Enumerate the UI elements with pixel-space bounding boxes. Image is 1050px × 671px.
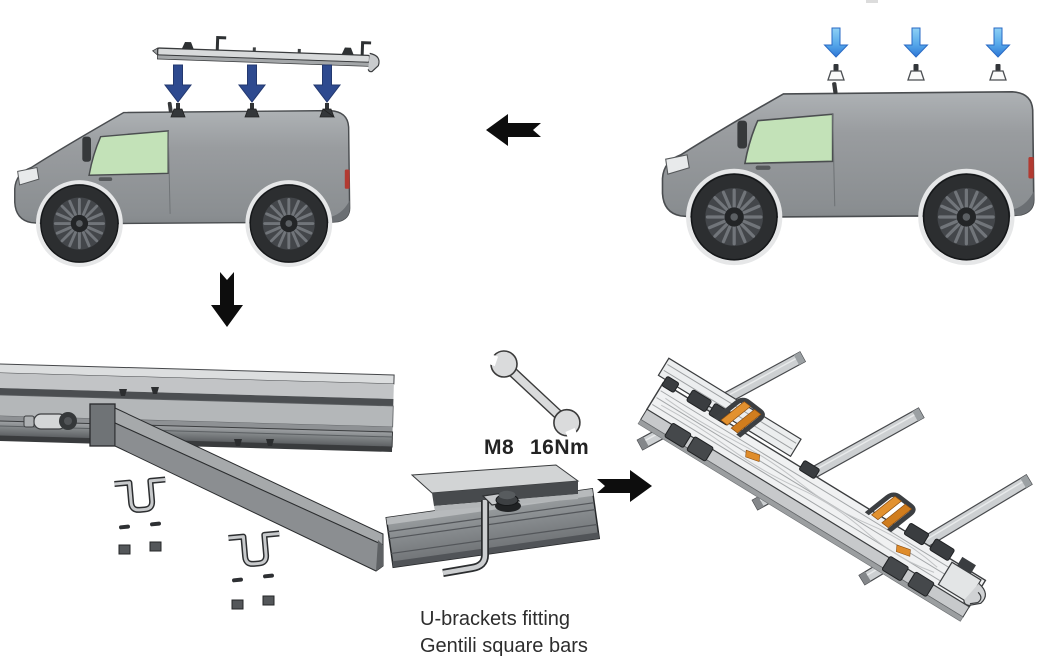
torque-value-label: 16Nm (530, 436, 590, 459)
tube-clamps (661, 376, 955, 597)
bar-bracket (215, 36, 227, 51)
torque-bolt-size-label: M8 (484, 436, 515, 459)
step-van-with-rack-bar (15, 36, 380, 265)
navy-drop-arrow-icon (238, 64, 266, 103)
cropped-page-artifact (866, 0, 878, 3)
open-end-wrench-icon (478, 350, 582, 448)
clamp-fitting (23, 412, 77, 430)
ubracket-caption: U-brackets fitting Gentili square bars (420, 606, 588, 660)
hanging-bolts (119, 387, 274, 446)
square-nuts (118, 541, 275, 610)
u-bracket (228, 534, 281, 566)
caption-line-2: Gentili square bars (420, 635, 588, 657)
u-bracket (114, 480, 167, 512)
bar-bracket (360, 41, 372, 56)
caption-line-1: U-brackets fitting (420, 608, 571, 630)
navy-drop-arrow-icon (164, 64, 192, 103)
bar-end-hook (367, 52, 380, 73)
mount-fittings (827, 64, 1007, 81)
u-bracket-closeup (385, 464, 601, 577)
bar-clamp (181, 41, 194, 50)
lock-nuts (119, 521, 274, 583)
van-side-view (15, 102, 350, 265)
orange-wedge (896, 544, 911, 557)
van-side-view (662, 82, 1033, 263)
bar-clamp (341, 47, 354, 55)
roof-mount-feet (170, 103, 336, 118)
bike-carrier-assembly (636, 351, 1033, 622)
step-van-with-mount-points (662, 27, 1033, 263)
bracket-nut (498, 490, 516, 500)
black-arrow-down-icon (211, 272, 243, 327)
underside-square-bars-illustration (0, 363, 395, 610)
blue-drop-arrow-icon (904, 27, 928, 58)
orange-wedge (745, 449, 761, 463)
black-arrow-right-icon (597, 470, 652, 502)
rail-end-hook (937, 556, 986, 607)
navy-drop-arrow-icon (313, 64, 341, 103)
blue-drop-arrow-icon (824, 27, 848, 58)
black-arrow-left-icon (486, 114, 541, 146)
blue-drop-arrow-icon (986, 27, 1010, 58)
carrier-rail (637, 357, 987, 622)
roof-rack-bar (151, 36, 380, 73)
square-bar (89, 403, 384, 572)
